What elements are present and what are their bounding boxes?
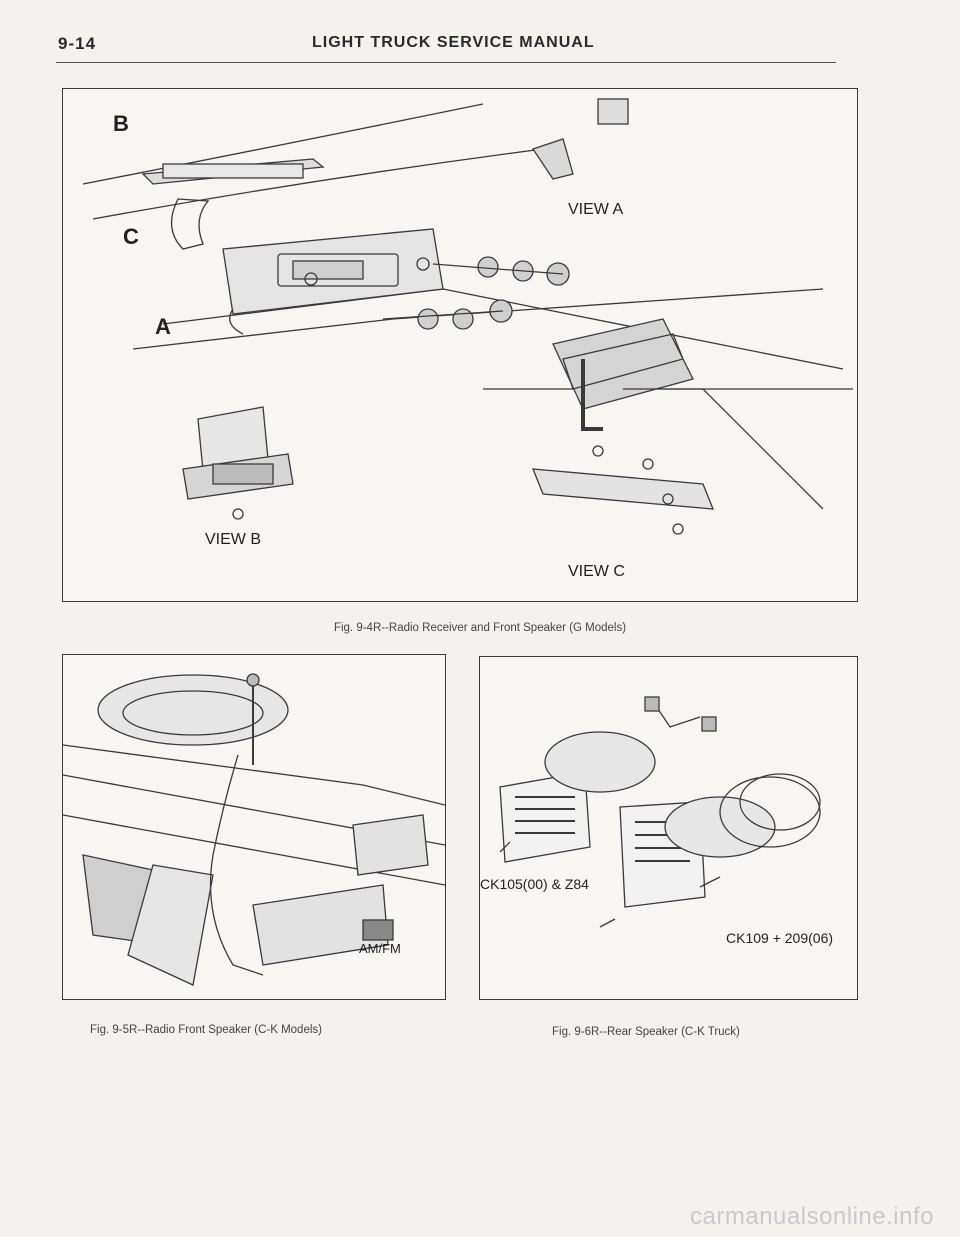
callout-b: B: [113, 111, 129, 136]
view-c-label: VIEW C: [568, 563, 625, 580]
rear-speaker-illustration: CK105(00) & Z84 CK109 + 209(06): [480, 696, 833, 946]
callout-a: A: [155, 314, 171, 339]
page-title: LIGHT TRUCK SERVICE MANUAL: [312, 34, 595, 51]
ck109-label: CK109 + 209(06): [726, 930, 833, 946]
amfm-label: AM/FM: [359, 941, 401, 956]
header-rule: [56, 62, 836, 63]
ck105-label: CK105(00) & Z84: [480, 876, 589, 892]
radio-receiver-illustration: B C A VIEW A VIEW B VIEW C: [82, 98, 853, 580]
figure-rear-speaker: CK105(00) & Z84 CK109 + 209(06): [479, 656, 858, 1000]
figure-radio-receiver: B C A VIEW A VIEW B VIEW C: [62, 88, 858, 602]
callout-c: C: [123, 224, 139, 249]
figure-caption-rear-speaker: Fig. 9-6R--Rear Speaker (C-K Truck): [552, 1026, 740, 1038]
front-speaker-illustration: AM/FM: [63, 673, 445, 986]
view-a-label: VIEW A: [568, 201, 623, 218]
figure-caption-front-speaker: Fig. 9-5R--Radio Front Speaker (C-K Mode…: [90, 1024, 322, 1036]
figure-caption-radio-receiver: Fig. 9-4R--Radio Receiver and Front Spea…: [333, 622, 627, 634]
figure-front-speaker: AM/FM: [62, 654, 446, 1000]
page-number: 9-14: [58, 34, 97, 53]
view-b-label: VIEW B: [205, 531, 261, 548]
watermark-text: carmanualsonline.info: [690, 1203, 934, 1230]
